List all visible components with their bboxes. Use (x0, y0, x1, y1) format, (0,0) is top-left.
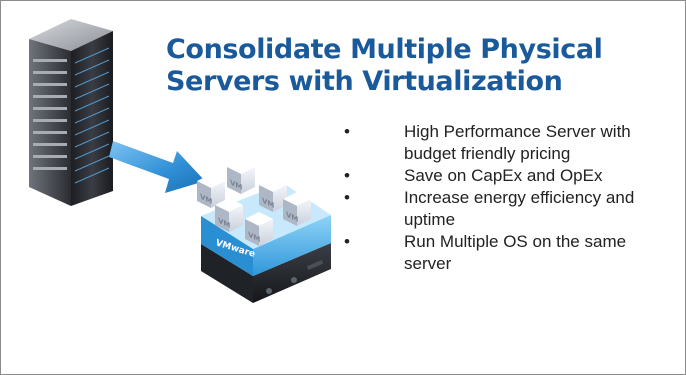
title-line-2: Servers with Virtualization (166, 66, 563, 97)
bullet-icon: • (344, 188, 350, 207)
slide-title: Consolidate Multiple Physical Servers wi… (166, 34, 666, 98)
title-line-1: Consolidate Multiple Physical (166, 34, 603, 65)
bullet-icon: • (344, 122, 350, 141)
list-item-text: High Performance Server with budget frie… (404, 122, 631, 163)
benefit-list: • High Performance Server with budget fr… (341, 121, 671, 275)
bullet-icon: • (344, 166, 350, 185)
list-item-text: Save on CapEx and OpEx (404, 166, 603, 185)
list-item: • Save on CapEx and OpEx (341, 165, 671, 187)
server-rack-icon (29, 19, 113, 206)
list-item: • High Performance Server with budget fr… (341, 121, 671, 165)
list-item-text: Run Multiple OS on the same server (404, 232, 627, 273)
list-item-text: Increase energy efficiency and uptime (404, 188, 635, 229)
list-item: • Run Multiple OS on the same server (341, 231, 671, 275)
vm-cube-icon: VM VM VM VM (197, 160, 311, 246)
arrow-icon (109, 141, 205, 193)
bullet-icon: • (344, 232, 350, 251)
list-item: • Increase energy efficiency and uptime (341, 187, 671, 231)
